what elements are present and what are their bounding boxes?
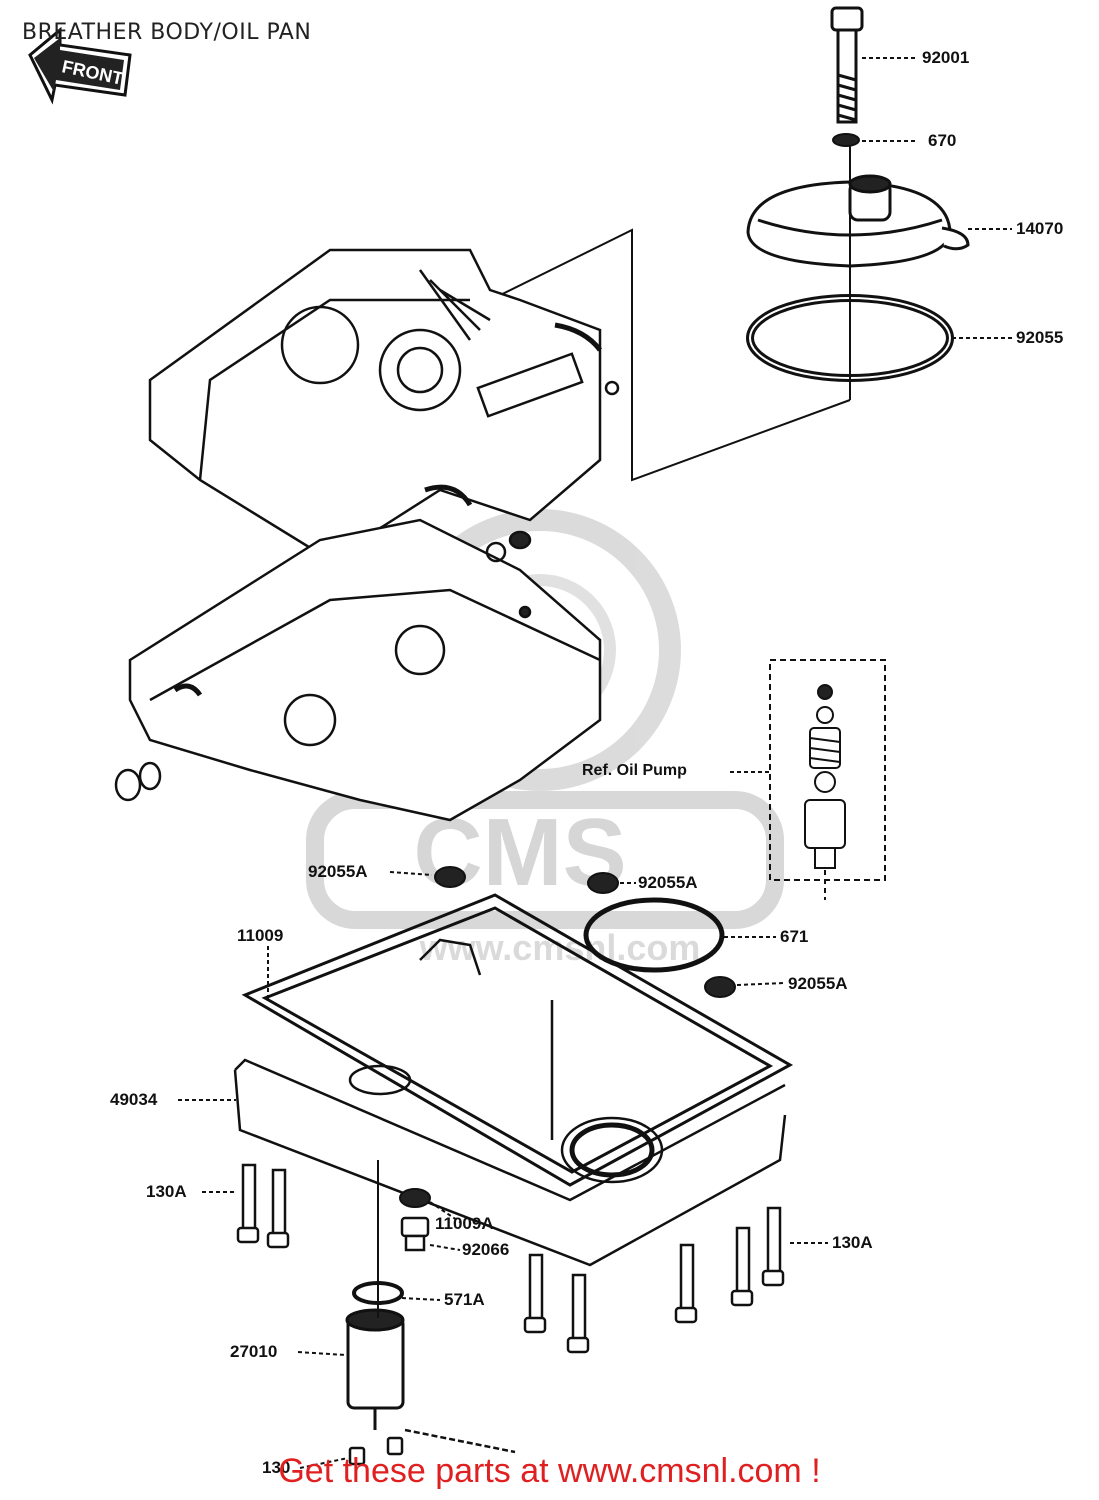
upper-crankcase-icon — [148, 248, 620, 562]
part-label-130a-right[interactable]: 130A — [832, 1233, 873, 1252]
bolt-130a-group-icon — [236, 1163, 785, 1354]
lower-crankcase-icon — [114, 518, 602, 822]
breather-cover-14070-icon — [746, 174, 970, 268]
part-label-92001[interactable]: 92001 — [922, 48, 970, 67]
part-label-130a-left[interactable]: 130A — [146, 1182, 187, 1201]
promo-link[interactable]: Get these parts at www.cmsnl.com ! — [278, 1452, 821, 1490]
part-label-49034[interactable]: 49034 — [110, 1090, 158, 1109]
part-label-27010[interactable]: 27010 — [230, 1342, 278, 1361]
leader-lines — [178, 57, 1012, 1469]
part-label-671[interactable]: 671 — [780, 927, 809, 946]
oil-filter-27010-icon — [345, 1308, 405, 1430]
washer-670-icon — [832, 133, 860, 147]
grommet-92055a-right-icon — [704, 976, 736, 998]
oil-pan-gasket-11009-icon — [241, 893, 794, 1187]
part-label-92066[interactable]: 92066 — [462, 1240, 510, 1259]
diagram-title: BREATHER BODY/OIL PAN — [22, 20, 312, 45]
grommet-92055a-mid-icon — [587, 872, 619, 894]
part-label-92055[interactable]: 92055 — [1016, 328, 1064, 347]
part-label-11009[interactable]: 11009 — [237, 926, 284, 945]
ref-oil-pump-label: Ref. Oil Pump — [582, 762, 687, 779]
part-label-92055a-mid[interactable]: 92055A — [638, 873, 698, 892]
washer-11009a-icon — [399, 1188, 431, 1208]
bolt-130-icon — [348, 1428, 516, 1466]
part-label-130[interactable]: 130 — [262, 1458, 291, 1477]
part-label-670[interactable]: 670 — [928, 131, 957, 150]
front-arrow-icon: FRONT — [28, 26, 132, 105]
part-label-92055a-left[interactable]: 92055A — [308, 862, 368, 881]
grommet-92055a-left-icon — [434, 866, 466, 888]
part-label-14070[interactable]: 14070 — [1016, 219, 1064, 238]
oil-pan-49034-icon — [233, 938, 787, 1267]
bolt-92001-icon — [830, 6, 864, 124]
part-label-92055a-right[interactable]: 92055A — [788, 974, 848, 993]
part-label-11009a[interactable]: 11009A — [435, 1214, 494, 1233]
oring-671-icon — [583, 897, 725, 973]
part-label-571a[interactable]: 571A — [444, 1290, 485, 1309]
relief-valve-assembly-icon — [769, 659, 886, 900]
drain-plug-92066-icon — [400, 1216, 430, 1252]
